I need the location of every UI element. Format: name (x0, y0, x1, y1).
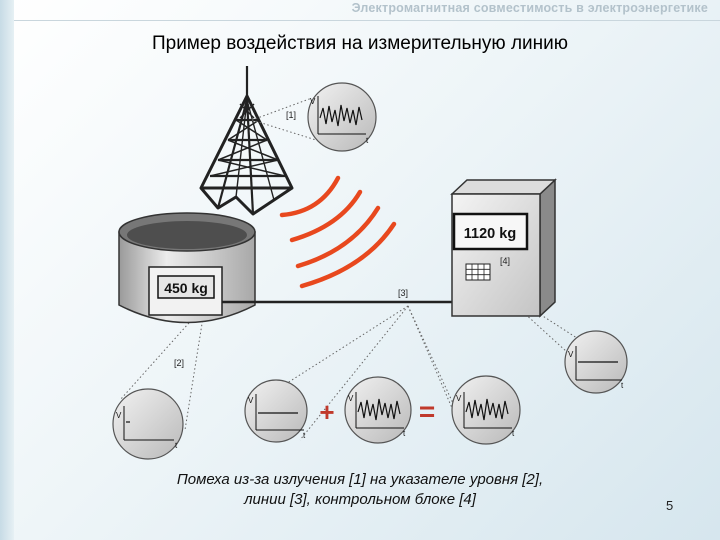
axis-v-label: V (568, 350, 574, 359)
ref-label-1: [1] (286, 110, 296, 120)
scope-circle-result: V t (451, 375, 521, 445)
axis-v-label: V (248, 396, 254, 405)
equals-sign: = (419, 396, 435, 427)
axis-v-label: V (456, 394, 462, 403)
scope-circle-control-unit: V t (564, 330, 628, 394)
axis-v-label: V (348, 394, 354, 403)
control-unit (450, 178, 557, 318)
control-display-value: 1120 kg (464, 226, 516, 242)
slide-title: Пример воздействия на измерительную лини… (151, 33, 569, 54)
axis-t-label: t (175, 441, 178, 450)
axis-t-label: t (366, 136, 369, 145)
caption-line-1: Помеха из-за излучения [1] на указателе … (176, 471, 544, 488)
ref-label-2: [2] (174, 358, 184, 368)
caption-line-2: линии [3], контрольном блоке [4] (244, 491, 476, 508)
radiation-waves (279, 175, 397, 289)
left-band (0, 0, 14, 540)
scope-circle-1: V t (307, 82, 377, 152)
tank-level-display (157, 275, 215, 299)
ref-label-3: [3] (398, 288, 408, 298)
page-number: 5 (666, 498, 674, 513)
axis-t-label: t (621, 381, 624, 390)
axis-t-label: t (512, 429, 515, 438)
axis-v-label: V (116, 411, 122, 420)
ref-label-4: [4] (500, 256, 510, 266)
scope-circle-noise: V t (344, 376, 412, 444)
antenna-tower (199, 66, 294, 216)
header-rule (14, 20, 720, 21)
axis-t-label: t (403, 429, 406, 438)
tank-level-value: 450 kg (164, 280, 208, 296)
header-title: Электромагнитная совместимость в электро… (351, 1, 708, 15)
axis-t-label: t (303, 431, 306, 440)
scope-circle-level-indicator: V t (112, 388, 184, 460)
caption: Помеха из-за излучения [1] на указателе … (100, 470, 620, 510)
axis-v-label: V (310, 97, 316, 106)
scope-circle-flat: V t (244, 379, 308, 443)
plus-sign: + (319, 397, 334, 427)
